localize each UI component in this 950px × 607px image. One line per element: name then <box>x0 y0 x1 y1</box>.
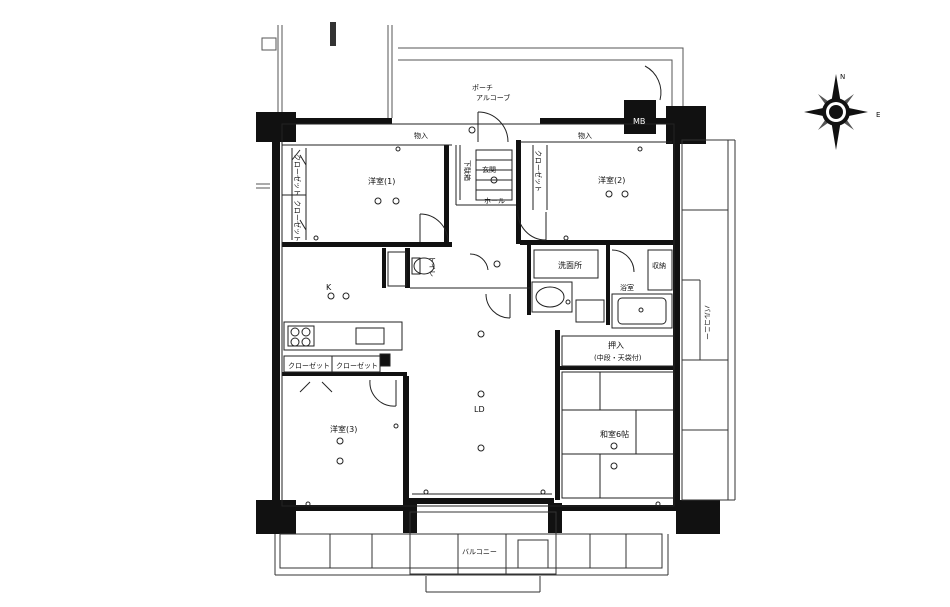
label-closet-3a: クローゼット <box>288 361 330 370</box>
label-balcony-east: バルコニー <box>703 305 711 340</box>
compass: N E <box>804 73 880 150</box>
balcony-south <box>274 511 669 593</box>
label-western-room-2: 洋室(2) <box>598 175 625 185</box>
doors <box>291 65 662 407</box>
label-living-dining: LD <box>474 405 485 414</box>
label-hall: ホール <box>484 197 505 205</box>
partitions <box>281 123 675 507</box>
compass-north-label: N <box>840 73 845 81</box>
label-oshiire-sub: (中段・天袋付) <box>594 353 642 362</box>
label-shoebox: 下駄箱 <box>463 160 472 181</box>
label-closet-1b: クローゼット <box>293 200 302 242</box>
room-labels: 洋室(1) 洋室(2) 洋室(3) 和室6帖 K LD 洗面所 浴室 トイレ ホ… <box>288 84 711 556</box>
light-fixtures <box>305 126 661 507</box>
structural-walls <box>256 100 720 534</box>
label-balcony-south: バルコニー <box>462 548 497 556</box>
context-lines <box>256 22 684 189</box>
label-storage-3: 収納 <box>652 261 666 270</box>
label-entrance: 玄関 <box>482 165 496 174</box>
label-closet-2: クローゼット <box>534 150 543 192</box>
label-toilet: トイレ <box>428 256 436 277</box>
label-western-room-1: 洋室(1) <box>368 176 395 186</box>
balcony-east <box>681 139 736 501</box>
label-japanese-room: 和室6帖 <box>600 429 629 439</box>
label-kitchen: K <box>326 283 332 292</box>
label-oshiire: 押入 <box>608 340 624 350</box>
label-porch: ポーチ <box>472 84 493 92</box>
label-storage-1: 物入 <box>414 131 428 140</box>
label-washroom: 洗面所 <box>558 260 582 270</box>
compass-east-label: E <box>876 111 880 119</box>
label-alcove: アルコーブ <box>476 93 510 102</box>
label-mb: MB <box>633 117 645 126</box>
label-western-room-3: 洋室(3) <box>330 424 357 434</box>
label-closet-3b: クローゼット <box>336 361 378 370</box>
label-storage-2: 物入 <box>578 131 592 140</box>
label-bath: 浴室 <box>620 283 634 292</box>
label-closet-1a: クローゼット <box>293 154 302 196</box>
